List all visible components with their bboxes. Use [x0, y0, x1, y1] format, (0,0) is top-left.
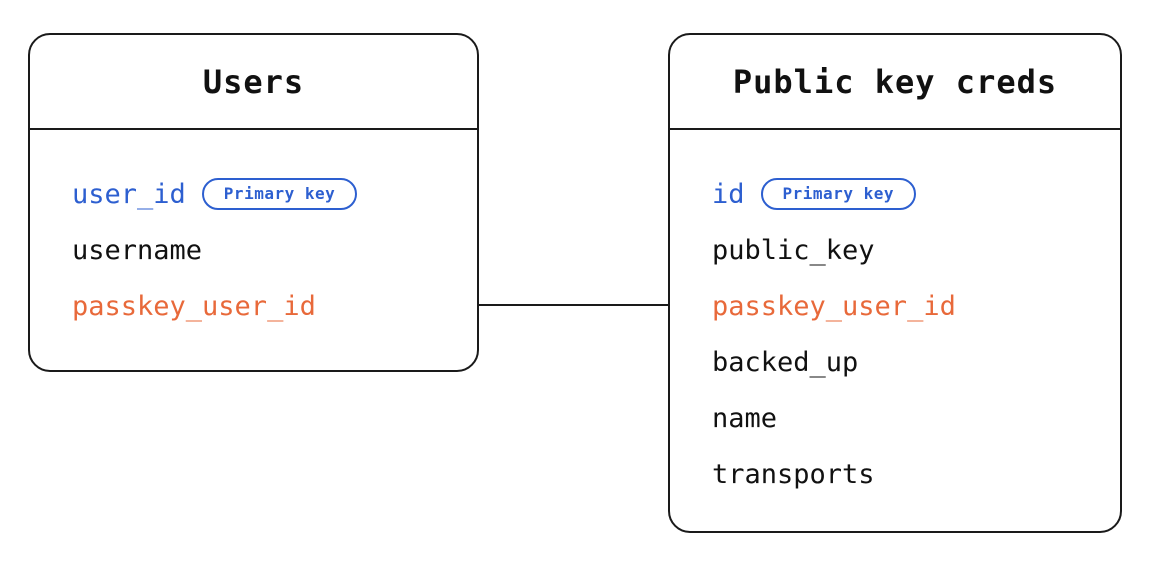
field-row-id[interactable]: id Primary key — [712, 166, 1120, 222]
field-row-passkey-user-id[interactable]: passkey_user_id — [712, 278, 1120, 334]
primary-key-badge-label: Primary key — [223, 184, 336, 203]
field-row-username[interactable]: username — [72, 222, 477, 278]
entity-public-key-creds-field-list: id Primary key public_key passkey_user_i… — [670, 130, 1120, 531]
field-row-name[interactable]: name — [712, 390, 1120, 446]
field-row-passkey-user-id[interactable]: passkey_user_id — [72, 278, 477, 334]
field-row-public-key[interactable]: public_key — [712, 222, 1120, 278]
entity-public-key-creds-header: Public key creds — [670, 35, 1120, 130]
field-name-backed-up: backed_up — [712, 346, 859, 378]
entity-users-field-list: user_id Primary key username passkey_use… — [30, 130, 477, 370]
field-name-passkey-user-id: passkey_user_id — [72, 290, 316, 322]
primary-key-badge: Primary key — [201, 178, 358, 210]
field-name-user-id: user_id — [72, 178, 186, 210]
field-row-user-id[interactable]: user_id Primary key — [72, 166, 477, 222]
field-name-username: username — [72, 234, 203, 266]
entity-public-key-creds-title: Public key creds — [732, 62, 1058, 101]
relationship-connector-users-to-creds — [479, 304, 670, 306]
field-row-transports[interactable]: transports — [712, 446, 1120, 502]
entity-users-header: Users — [30, 35, 477, 130]
field-row-backed-up[interactable]: backed_up — [712, 334, 1120, 390]
primary-key-badge-label: Primary key — [782, 184, 894, 203]
entity-users-title: Users — [202, 62, 305, 101]
field-name-passkey-user-id: passkey_user_id — [712, 290, 956, 322]
field-name-id: id — [712, 178, 745, 210]
field-name-public-key: public_key — [712, 234, 875, 266]
entity-users[interactable]: Users user_id Primary key username passk… — [28, 33, 479, 372]
entity-public-key-creds[interactable]: Public key creds id Primary key public_k… — [668, 33, 1122, 533]
field-name-transports: transports — [712, 458, 875, 490]
field-name-name: name — [712, 402, 778, 434]
primary-key-badge: Primary key — [760, 178, 916, 210]
